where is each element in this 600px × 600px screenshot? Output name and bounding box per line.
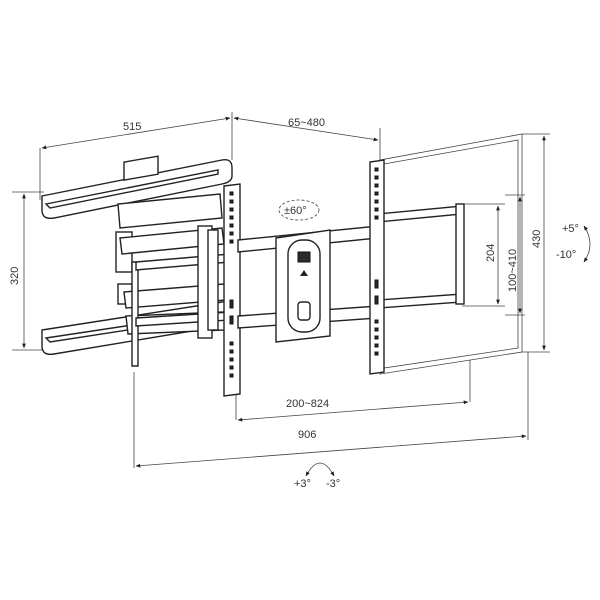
cross-bars (237, 203, 465, 329)
left-bracket (223, 183, 241, 397)
right-bracket-holes (374, 167, 379, 356)
dim-overall-width: 906 (133, 352, 529, 468)
tilt-down-label: -10° (556, 249, 576, 261)
dim-arm-depth: 515 (39, 112, 233, 200)
dim-vesa-width-label: 200~824 (286, 398, 329, 410)
dim-vesa-width: 200~824 (235, 360, 471, 422)
level-plus-label: +3° (294, 478, 311, 490)
tilt-head (275, 229, 331, 343)
dim-vesa-inner: 204 (462, 203, 505, 307)
dim-vesa-range-label: 100~410 (507, 249, 519, 292)
rotate-arc-icon (305, 462, 335, 477)
tv-frame-outline (379, 133, 523, 375)
dim-arm-depth-label: 515 (123, 121, 141, 133)
rotation-angle-label: ±60° (284, 205, 307, 217)
tilt-indicator: +5° -10° (556, 223, 591, 263)
rotation-badge: ±60° (278, 199, 320, 221)
dim-vesa-inner-label: 204 (485, 244, 497, 262)
tilt-arc-icon (583, 225, 591, 263)
left-bracket-holes (229, 191, 234, 378)
level-indicator: +3° -3° (294, 462, 340, 490)
dim-wall-plate-height-label: 320 (9, 267, 21, 285)
dim-wall-plate-height: 320 (9, 191, 44, 351)
dim-extension: 65~480 (233, 116, 381, 160)
tilt-up-label: +5° (562, 223, 579, 235)
dim-overall-width-label: 906 (298, 429, 316, 441)
articulating-arms (117, 193, 231, 367)
level-minus-label: -3° (326, 478, 340, 490)
dim-max-height: 430 (522, 133, 550, 353)
dim-extension-label: 65~480 (288, 117, 325, 129)
dim-max-height-label: 430 (531, 230, 543, 248)
right-bracket (369, 159, 385, 375)
up-arrow-icon (300, 270, 308, 276)
